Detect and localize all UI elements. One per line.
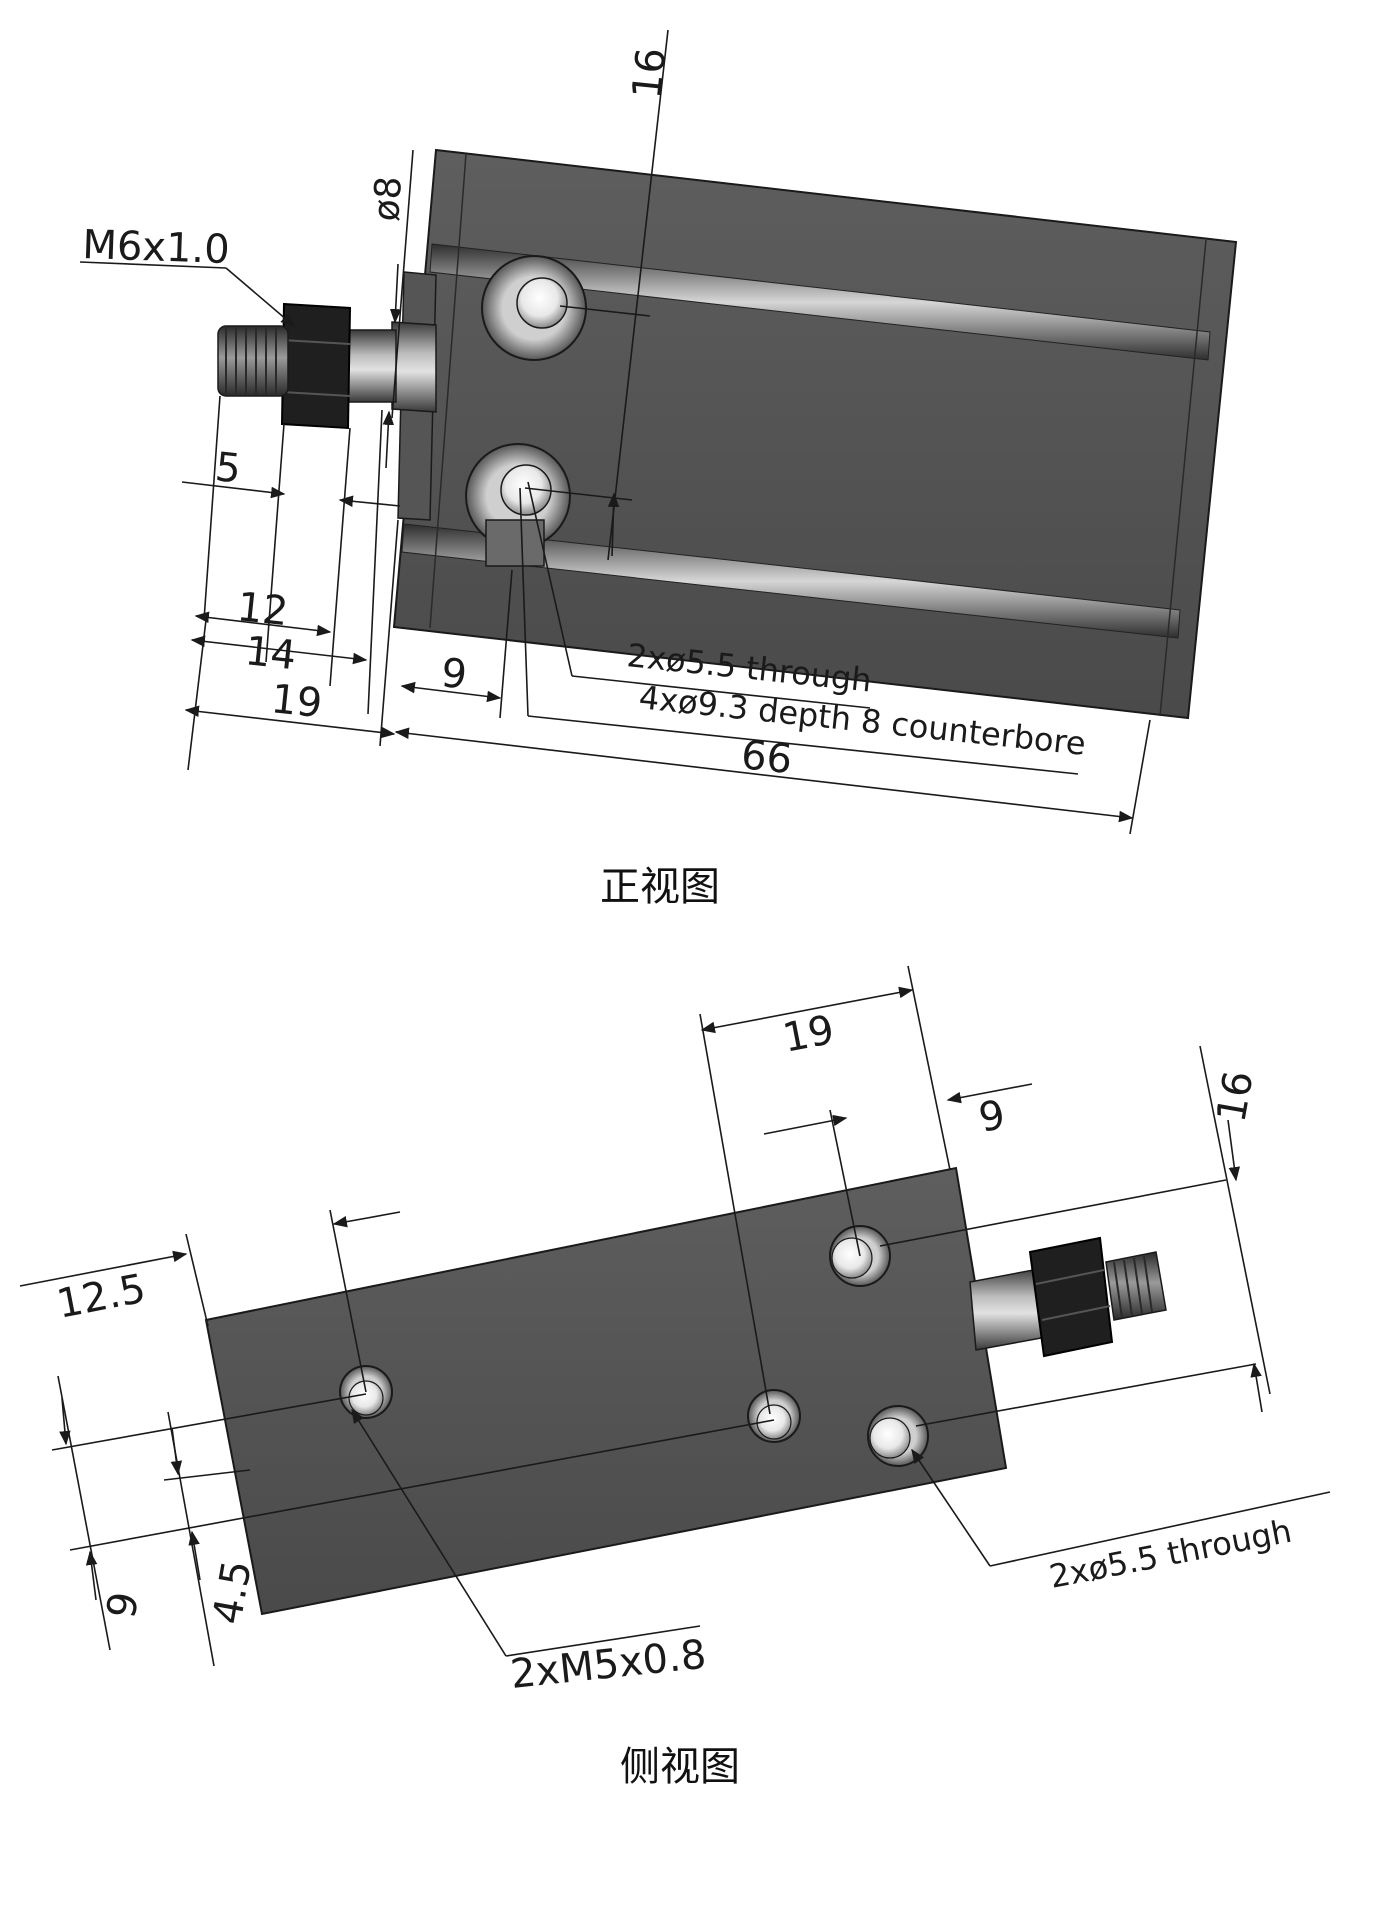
rod-diameter-dim: ø8 [366,149,414,469]
top-dims-side: 19 9 [699,965,1033,1415]
dim-9-label: 9 [439,650,469,698]
dim-4-5-label: 4.5 [205,1557,261,1628]
dim-9-top-label: 9 [975,1092,1009,1142]
dim-16-label: 16 [624,46,675,101]
thread-label: M6x1.0 [82,222,231,273]
tapped-label: 2xM5x0.8 [508,1632,708,1698]
left-stacked-dims: 5 12 14 19 [181,395,401,771]
dim-5-label: 5 [213,444,243,492]
dim-19-label: 19 [269,676,324,727]
dim-9-left-label: 9 [99,1589,149,1622]
front-view: M6x1.0 ø8 16 5 [79,29,1238,910]
piston-rod-front [217,302,437,430]
cylinder-body-side [204,1166,1008,1616]
dim-12-label: 12 [235,584,290,635]
dim-16-front: 16 [524,29,675,561]
dim-19-side-label: 19 [779,1007,838,1062]
rod-diameter-label: ø8 [366,175,410,223]
bottom-dims-front: 9 66 [394,569,1151,835]
side-view-caption: 侧视图 [620,1744,740,1790]
dim-16-side: 16 [1199,1045,1271,1413]
through-label-side: 2xø5.5 through [1046,1512,1294,1596]
piston-rod-side [969,1236,1167,1358]
threaded-hole-lower-right [867,1405,929,1467]
dim-14-label: 14 [243,628,298,679]
side-view: 19 9 16 12.5 9 [19,965,1331,1790]
counterbore-hole-lower [465,443,571,567]
counterbore-hole-upper [481,255,587,361]
centerlines-side [51,1179,1257,1551]
dim-16-side-label: 16 [1209,1068,1263,1126]
thread-callout: M6x1.0 [79,222,296,327]
cylinder-body-front [392,148,1238,720]
dim-12-5-label: 12.5 [53,1266,149,1328]
front-view-caption: 正视图 [600,864,720,910]
tapped-hole-middle [747,1389,801,1443]
